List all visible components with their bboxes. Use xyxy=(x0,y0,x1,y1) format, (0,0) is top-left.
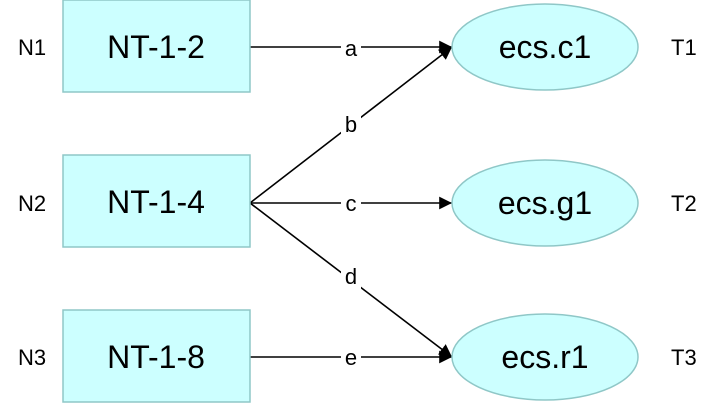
source-node-nt-1-8: NT-1-8 xyxy=(62,309,251,403)
target-node-label: ecs.r1 xyxy=(501,339,588,375)
row-label-n3: N3 xyxy=(18,345,46,370)
target-node-label: ecs.c1 xyxy=(499,29,591,65)
row-label-t2: T2 xyxy=(671,191,697,216)
source-node-nt-1-2: NT-1-2 xyxy=(62,0,251,93)
row-label-t3: T3 xyxy=(671,345,697,370)
edge-label-d: d xyxy=(345,264,357,289)
row-label-n1: N1 xyxy=(18,35,46,60)
edge-labels: a b c d e xyxy=(341,36,361,370)
edge-label-b: b xyxy=(345,112,357,137)
edge-label-a: a xyxy=(345,36,358,61)
edge-label-e: e xyxy=(345,345,357,370)
source-node-label: NT-1-2 xyxy=(107,29,205,65)
source-node-label: NT-1-8 xyxy=(107,339,205,375)
target-node-label: ecs.g1 xyxy=(498,185,592,221)
row-label-t1: T1 xyxy=(671,35,697,60)
source-node-label: NT-1-4 xyxy=(107,184,205,220)
left-row-labels: N1 N2 N3 xyxy=(18,35,46,370)
target-node-ecs-g1: ecs.g1 xyxy=(451,159,639,247)
source-nodes: NT-1-2 NT-1-4 NT-1-8 xyxy=(62,0,251,403)
target-nodes: ecs.c1 ecs.g1 ecs.r1 xyxy=(451,3,639,401)
edge-label-c: c xyxy=(346,191,357,216)
row-label-n2: N2 xyxy=(18,191,46,216)
right-row-labels: T1 T2 T3 xyxy=(671,35,697,370)
target-node-ecs-r1: ecs.r1 xyxy=(451,313,639,401)
source-node-nt-1-4: NT-1-4 xyxy=(62,154,251,248)
target-node-ecs-c1: ecs.c1 xyxy=(451,3,639,91)
